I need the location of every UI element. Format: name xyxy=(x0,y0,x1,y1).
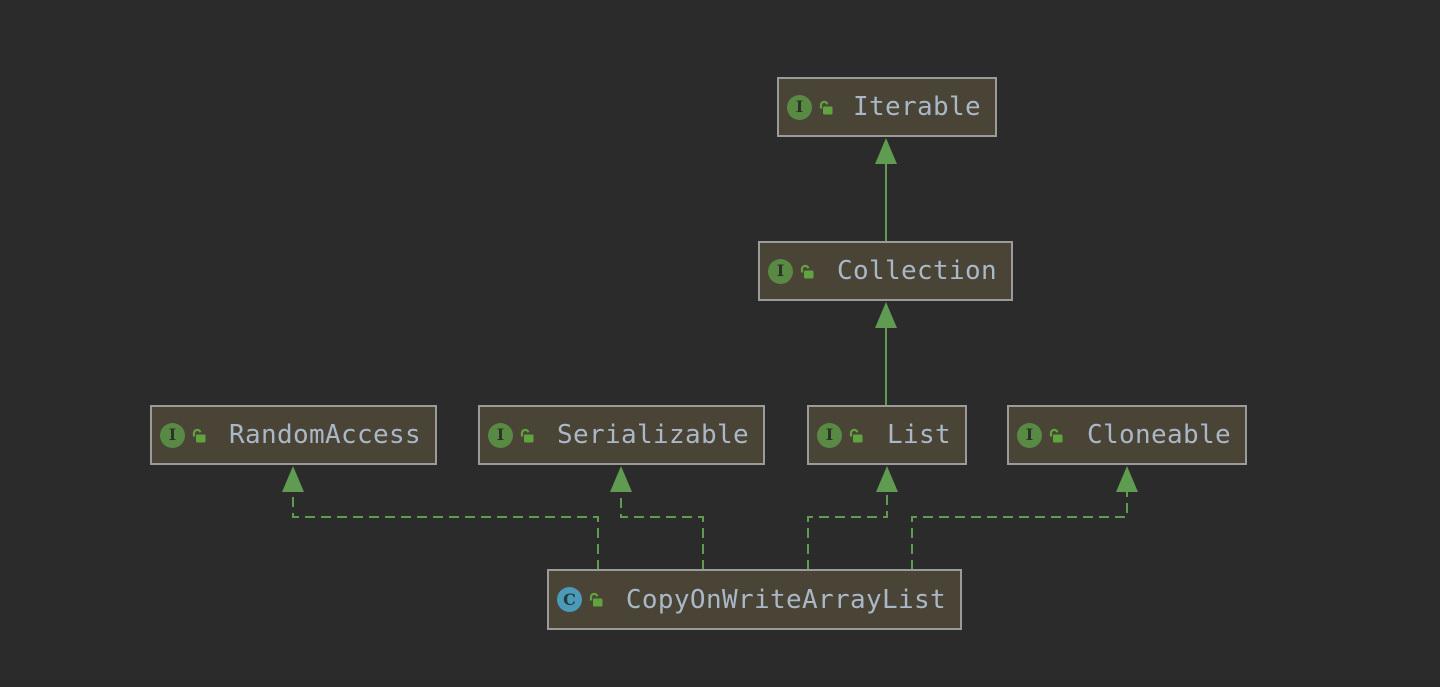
unlocked-padlock-icon xyxy=(818,99,834,116)
interface-icon-letter: I xyxy=(776,261,785,280)
interface-icon: I xyxy=(787,94,812,120)
interface-icon-letter: I xyxy=(1025,425,1034,444)
interface-icon: I xyxy=(768,258,793,284)
arrowhead-up-icon xyxy=(282,466,304,492)
node-randomaccess[interactable]: I RandomAccess xyxy=(150,405,437,465)
unlocked-padlock-icon xyxy=(848,427,864,444)
unlocked-padlock-icon xyxy=(191,427,207,444)
node-cloneable[interactable]: I Cloneable xyxy=(1007,405,1247,465)
node-serializable[interactable]: I Serializable xyxy=(478,405,765,465)
class-icon: C xyxy=(557,587,582,612)
interface-icon-letter: I xyxy=(825,425,834,444)
interface-icon: I xyxy=(488,422,513,448)
interface-icon: I xyxy=(160,422,185,448)
interface-icon: I xyxy=(1017,422,1042,448)
edge-implements-cow-to-cloneable[interactable] xyxy=(911,466,1138,570)
node-label: List xyxy=(886,420,951,450)
edge-implements-cow-to-randomaccess[interactable] xyxy=(282,466,599,570)
arrowhead-up-icon xyxy=(610,466,632,492)
arrowhead-up-icon xyxy=(876,466,898,492)
edge-implements-cow-to-list[interactable] xyxy=(807,466,898,570)
node-collection[interactable]: I Collection xyxy=(758,241,1013,301)
node-list[interactable]: I List xyxy=(807,405,967,465)
edge-extends-list-to-collection[interactable] xyxy=(875,302,897,405)
unlocked-padlock-icon xyxy=(519,427,535,444)
node-label: Iterable xyxy=(852,92,981,122)
interface-icon: I xyxy=(817,422,842,448)
node-label: Serializable xyxy=(556,420,749,450)
arrowhead-up-icon xyxy=(875,302,897,328)
arrowhead-up-icon xyxy=(875,138,897,164)
unlocked-padlock-icon xyxy=(588,591,604,608)
edge-extends-collection-to-iterable[interactable] xyxy=(875,138,897,241)
arrowhead-up-icon xyxy=(1116,466,1138,492)
node-label: Collection xyxy=(836,256,997,286)
node-label: CopyOnWriteArrayList xyxy=(625,584,946,615)
unlocked-padlock-icon xyxy=(1048,427,1064,444)
node-iterable[interactable]: I Iterable xyxy=(777,77,997,137)
node-copyonwritearraylist[interactable]: C CopyOnWriteArrayList xyxy=(547,569,962,630)
interface-icon-letter: I xyxy=(496,425,505,444)
interface-icon-letter: I xyxy=(168,425,177,444)
edge-implements-cow-to-serializable[interactable] xyxy=(610,466,704,570)
unlocked-padlock-icon xyxy=(799,263,815,280)
class-icon-letter: C xyxy=(563,589,576,609)
node-label: RandomAccess xyxy=(228,420,421,450)
interface-icon-letter: I xyxy=(795,97,804,116)
node-label: Cloneable xyxy=(1086,420,1231,450)
